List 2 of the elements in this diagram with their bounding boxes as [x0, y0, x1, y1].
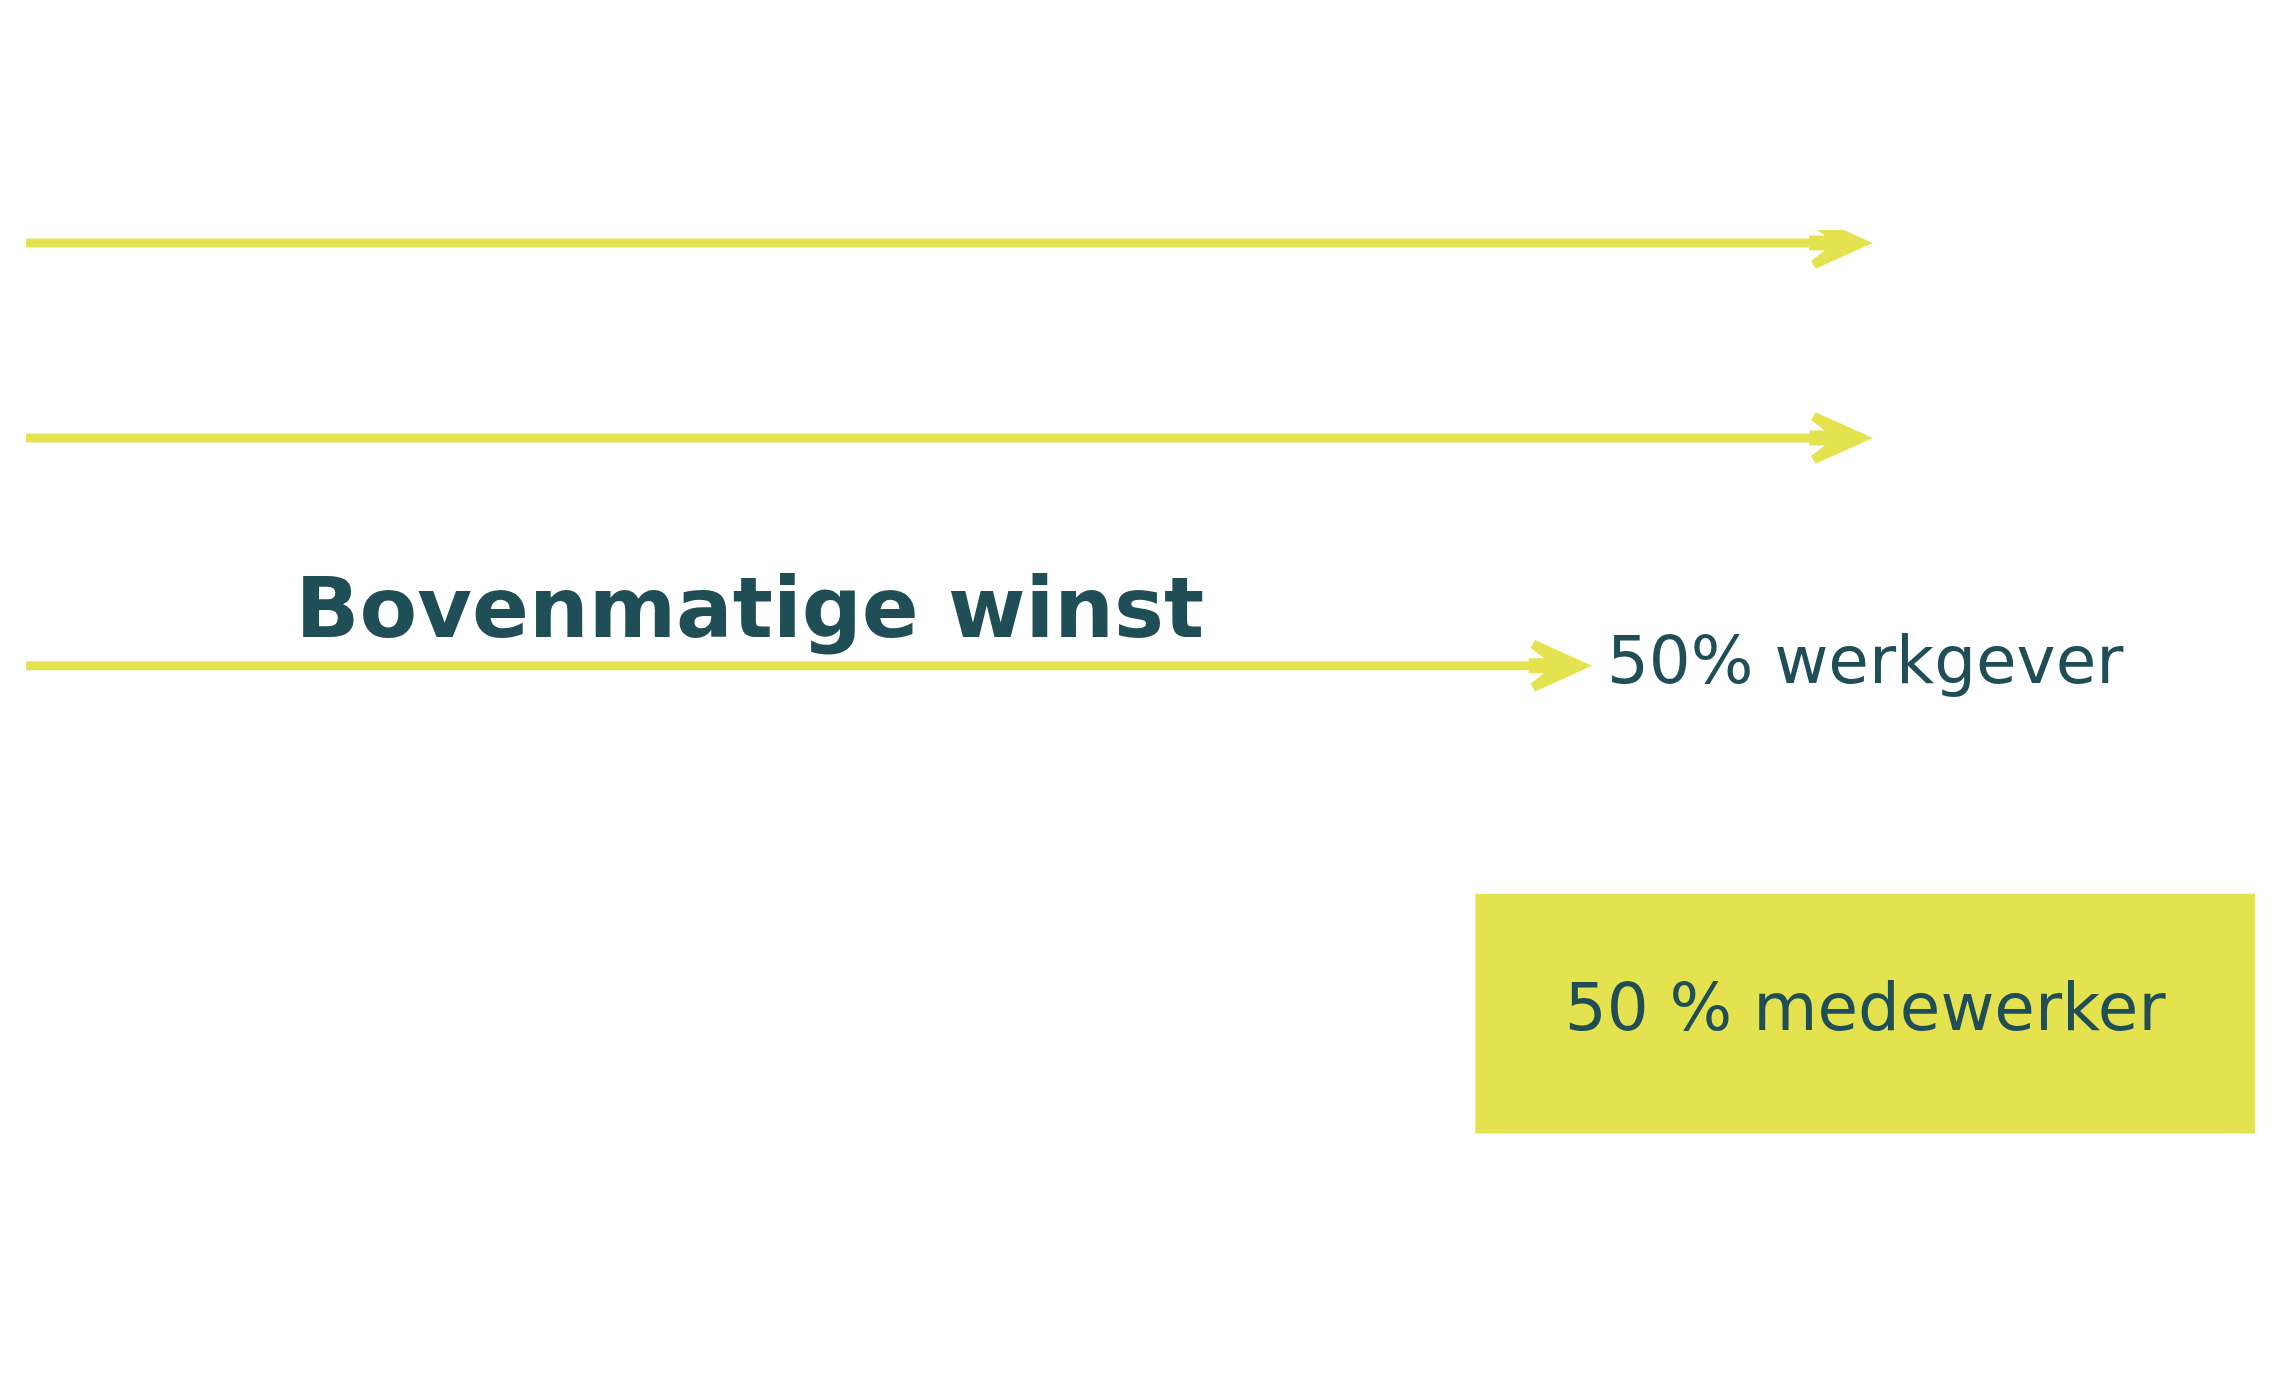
edge-label: Bovenmatige winst: [295, 559, 1205, 658]
node-text: 50% werkgever: [1606, 621, 2124, 699]
